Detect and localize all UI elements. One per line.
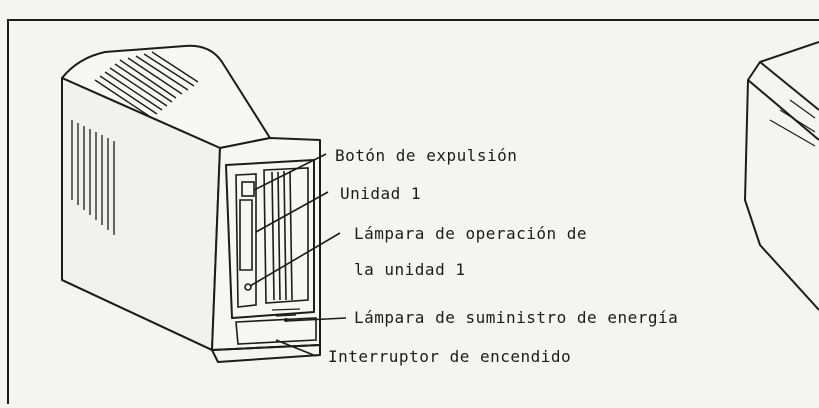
drive-front-face <box>211 137 321 351</box>
power-switch-shape <box>235 317 317 345</box>
label-eject-button: Botón de expulsión <box>335 146 518 165</box>
drive-base <box>211 344 321 363</box>
top-vents <box>94 51 199 119</box>
label-power-lamp: Lámpara de suministro de energía <box>354 308 679 327</box>
side-vents <box>71 120 115 235</box>
label-drive1-lamp-line1: Lámpara de operación de <box>354 224 588 243</box>
operation-lamp <box>244 283 252 291</box>
leader-power-lamp <box>285 317 347 322</box>
front-bezel <box>225 159 315 319</box>
label-drive1: Unidad 1 <box>340 184 422 203</box>
leader-lines <box>249 153 347 357</box>
eject-button-shape <box>241 181 255 197</box>
leader-lamp <box>249 232 341 287</box>
second-unit <box>744 41 819 311</box>
disk-drive-unit <box>61 44 321 363</box>
leader-power-switch <box>275 339 317 357</box>
label-power-switch: Interruptor de encendido <box>328 347 572 366</box>
drive1-slot <box>235 173 257 308</box>
frame-border <box>7 19 819 404</box>
label-drive1-lamp-line2: la unidad 1 <box>354 260 466 279</box>
second-unit-hatch <box>769 99 816 147</box>
drive2-slot <box>263 167 309 304</box>
leader-eject <box>253 153 327 191</box>
brand-marking <box>271 308 301 317</box>
leader-drive1 <box>255 191 329 233</box>
